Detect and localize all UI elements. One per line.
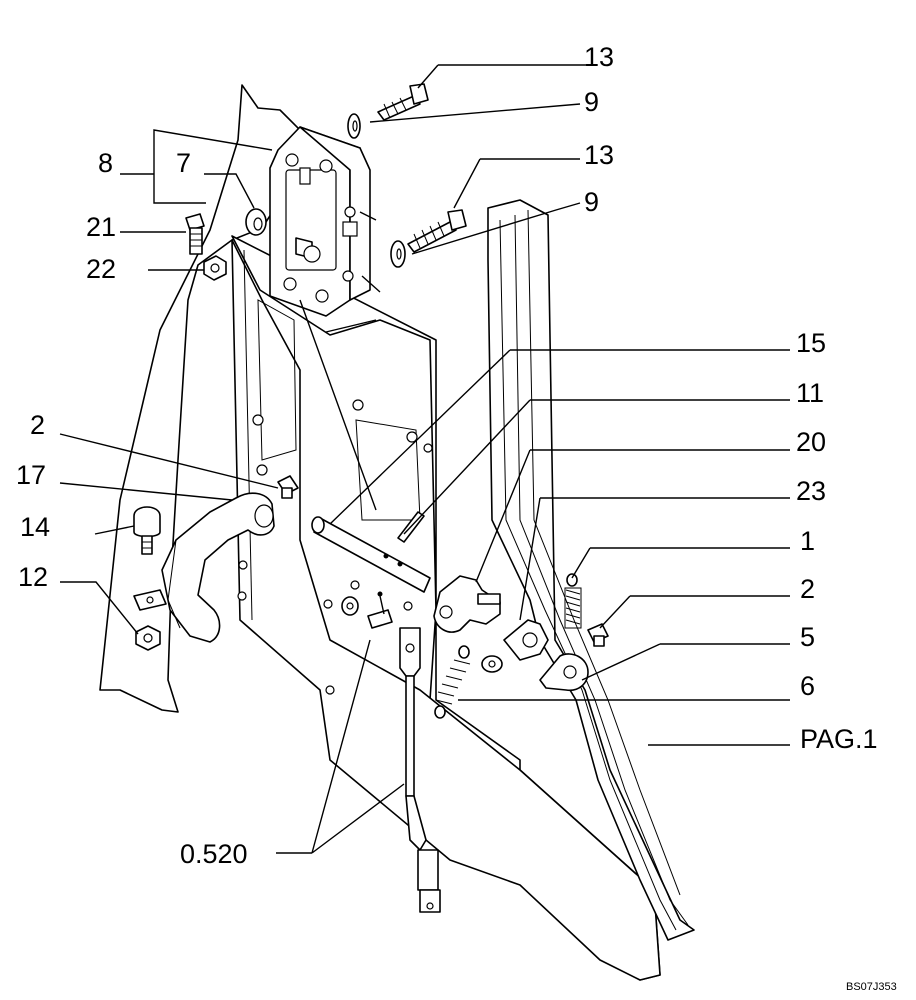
drawing-code: BS07J353 — [846, 981, 897, 993]
frame-hole — [325, 685, 335, 695]
spring-part-6 — [434, 645, 471, 719]
shaft-part-15 — [311, 516, 431, 593]
leader-lines — [59, 64, 790, 854]
bracket-part-23 — [481, 619, 549, 673]
frame-hole — [403, 601, 413, 611]
callout-9-upper: 9 — [584, 87, 599, 117]
lower-panel — [231, 239, 661, 981]
callout-17: 17 — [16, 460, 46, 490]
knob-part-14 — [133, 506, 161, 555]
spring-part-1 — [564, 573, 582, 629]
callout-8: 8 — [98, 148, 113, 178]
frame-hole — [423, 443, 433, 453]
frame-hole — [406, 431, 418, 443]
callout-0520: 0.520 — [180, 839, 248, 869]
nut-part-22 — [203, 255, 227, 281]
lever-part-20 — [433, 575, 501, 633]
control-cable-part-0520 — [341, 591, 441, 913]
stop-part-5 — [539, 653, 589, 692]
callout-15: 15 — [796, 328, 826, 358]
callout-13-lower: 13 — [584, 140, 614, 170]
rubber-bush — [299, 167, 311, 185]
callout-22: 22 — [86, 254, 116, 284]
screw-part-2-left — [277, 475, 299, 499]
panel-edge-line — [243, 249, 253, 621]
screw-part-2-right — [587, 623, 609, 647]
frame-hole — [352, 399, 364, 411]
callout-21: 21 — [86, 212, 116, 242]
nut-part-12 — [135, 625, 161, 651]
callout-13-upper: 13 — [584, 42, 614, 72]
frame-hole — [237, 591, 247, 601]
callout-6: 6 — [800, 671, 815, 701]
callout-2-right: 2 — [800, 574, 815, 604]
frame-hole — [238, 560, 248, 570]
bolt-part-13-lower — [407, 209, 467, 253]
washer-part-9-lower — [390, 240, 406, 268]
frame-hole — [256, 464, 268, 476]
callout-5: 5 — [800, 622, 815, 652]
cab-frame-panels — [99, 84, 661, 981]
callout-labels: 13 9 13 9 8 7 21 22 15 11 20 23 2 17 14 … — [16, 42, 897, 993]
frame-hole — [323, 599, 333, 609]
pedal-lever-part-17 — [133, 492, 275, 643]
hinge-bracket-plate — [269, 126, 371, 317]
callout-14: 14 — [20, 512, 50, 542]
frame-hole — [350, 580, 360, 590]
bushing-part-7 — [245, 208, 321, 263]
callout-9-lower: 9 — [584, 187, 599, 217]
callout-2-left: 2 — [30, 410, 45, 440]
callout-11: 11 — [796, 378, 824, 408]
frame-hole — [252, 414, 264, 426]
bolt-part-21 — [185, 213, 205, 255]
washer-part-9-upper — [347, 113, 361, 139]
callout-20: 20 — [796, 427, 826, 457]
bolt-part-13-upper — [377, 83, 429, 121]
callout-7: 7 — [176, 148, 191, 178]
callout-23: 23 — [796, 476, 826, 506]
callout-1: 1 — [800, 526, 815, 556]
callout-12: 12 — [18, 562, 48, 592]
panel-recess-left — [257, 299, 297, 461]
callout-pag-1: PAG.1 — [800, 724, 878, 754]
